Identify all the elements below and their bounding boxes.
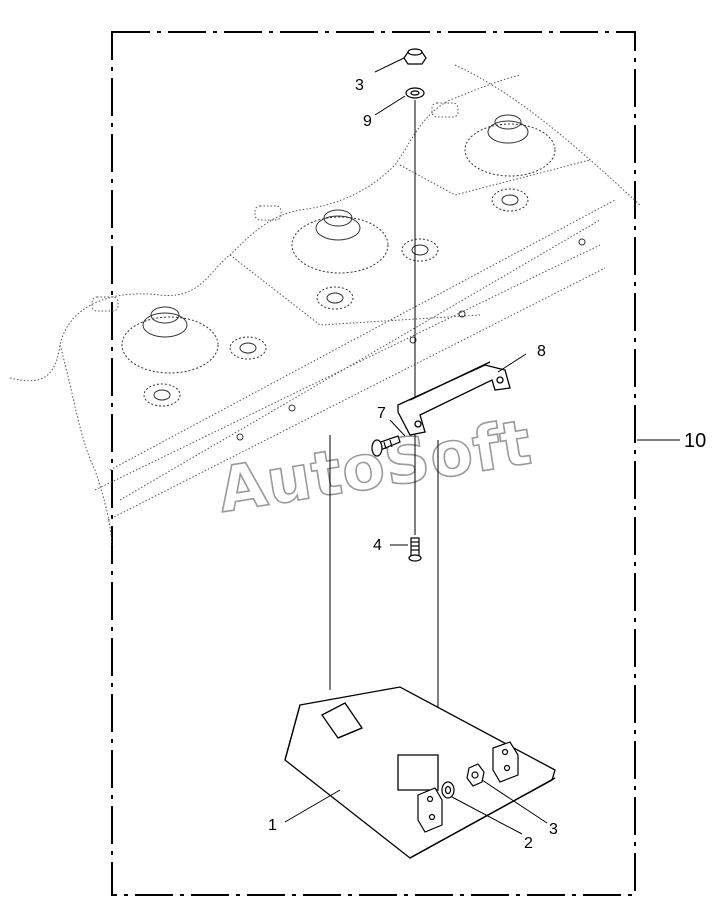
assembly-boundary — [111, 31, 636, 896]
nut-top — [403, 48, 427, 65]
callouts: 3 9 8 7 4 10 1 2 3 — [268, 77, 706, 852]
spindle-middle — [291, 209, 439, 310]
spindle-right — [464, 114, 556, 212]
plate-lugs — [417, 741, 519, 833]
callout-1: 1 — [268, 817, 277, 834]
callout-2: 2 — [524, 835, 533, 852]
leader-lines — [284, 57, 680, 835]
watermark-text: AutoSoft — [213, 405, 537, 527]
deck-holes — [236, 238, 586, 441]
callout-3-bottom: 3 — [549, 821, 558, 838]
callout-9: 9 — [363, 113, 372, 130]
callout-10: 10 — [684, 430, 706, 452]
screw-vertical — [408, 537, 422, 562]
spindle-left — [121, 306, 267, 407]
nut-bottom — [466, 763, 485, 787]
callout-7: 7 — [377, 405, 386, 422]
callout-4: 4 — [373, 537, 382, 554]
callout-8: 8 — [537, 343, 546, 360]
washer-bottom — [441, 781, 455, 799]
washer-top — [405, 87, 425, 99]
callout-3-top: 3 — [355, 77, 364, 94]
bolt-horizontal — [371, 435, 401, 457]
bracket — [397, 361, 511, 436]
mower-deck — [9, 64, 641, 546]
